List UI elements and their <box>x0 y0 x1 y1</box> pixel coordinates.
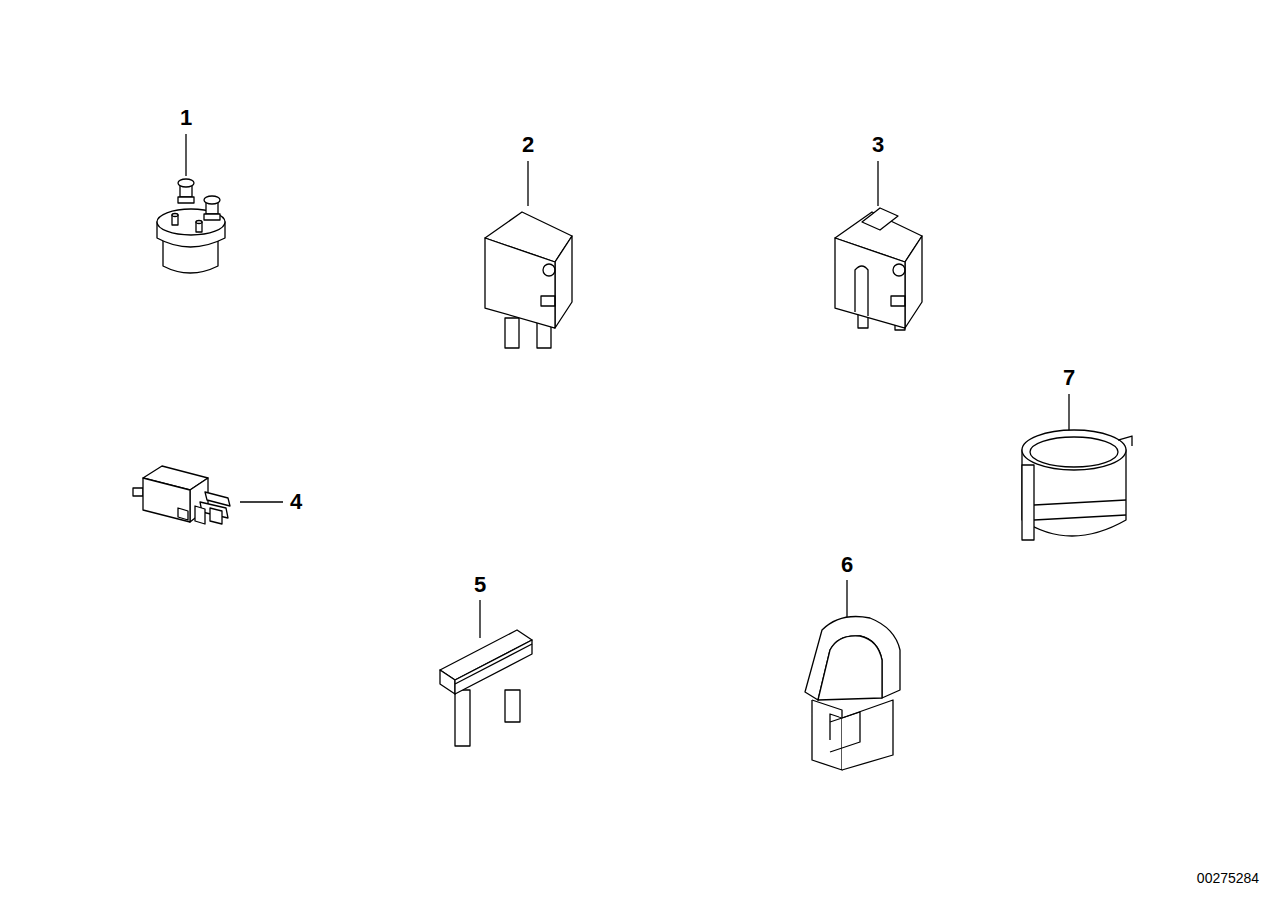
callout-number: 4 <box>290 491 302 513</box>
diagram-reference: 00275284 <box>1197 871 1259 885</box>
callout-number: 6 <box>841 554 853 576</box>
callout-number: 7 <box>1063 367 1075 389</box>
mini-relay <box>133 466 230 524</box>
retaining-ring <box>1022 430 1132 540</box>
relay <box>485 212 572 348</box>
callout-number: 3 <box>872 134 884 156</box>
solenoid-relay <box>157 179 225 273</box>
callout-number: 5 <box>474 574 486 596</box>
callout-number: 1 <box>180 107 192 129</box>
leader-lines <box>186 134 1069 638</box>
relay-with-bracket <box>835 208 922 330</box>
blade-fuse <box>440 630 532 746</box>
cable-clip <box>805 617 900 771</box>
callout-number: 2 <box>522 134 534 156</box>
